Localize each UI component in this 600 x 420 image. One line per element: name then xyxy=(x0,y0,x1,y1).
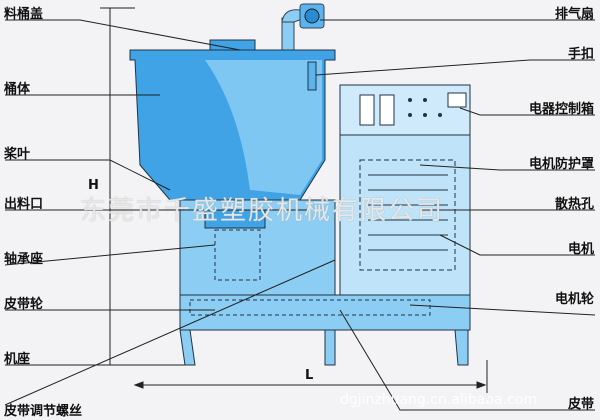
label-tank: 桶体 xyxy=(4,82,31,97)
label-outlet: 出料口 xyxy=(4,197,44,212)
height-dimension xyxy=(100,7,135,365)
leader-lines xyxy=(4,19,596,411)
base xyxy=(179,294,471,331)
label-blade: 桨叶 xyxy=(4,147,31,162)
label-motor: 电机 xyxy=(567,242,594,257)
label-control-box: 电器控制箱 xyxy=(528,102,594,117)
label-pulley: 皮带轮 xyxy=(4,297,44,312)
label-belt: 皮带 xyxy=(567,397,594,412)
label-motor-guard: 电机防护罩 xyxy=(528,157,594,172)
watermark: 东莞市千盛塑胶机械有限公司 xyxy=(80,196,445,226)
exhaust-fan xyxy=(281,3,325,51)
label-motor-pulley: 电机轮 xyxy=(554,292,594,307)
length-dimension xyxy=(133,360,488,400)
motor-housing xyxy=(339,134,471,296)
height-label: H xyxy=(88,178,99,193)
label-handle: 手扣 xyxy=(567,47,594,62)
length-label: L xyxy=(305,368,314,383)
label-belt-adjust-screw: 皮带调节螺丝 xyxy=(4,404,83,419)
label-bearing-seat: 轴承座 xyxy=(4,252,44,267)
watermark-url: dgjinzhuang.cn.alibaba.com xyxy=(340,392,537,408)
label-vent-holes: 散热孔 xyxy=(554,197,594,212)
label-lid: 料桶盖 xyxy=(4,7,44,22)
label-exhaust-fan: 排气扇 xyxy=(554,7,594,22)
label-frame: 机座 xyxy=(4,352,31,367)
